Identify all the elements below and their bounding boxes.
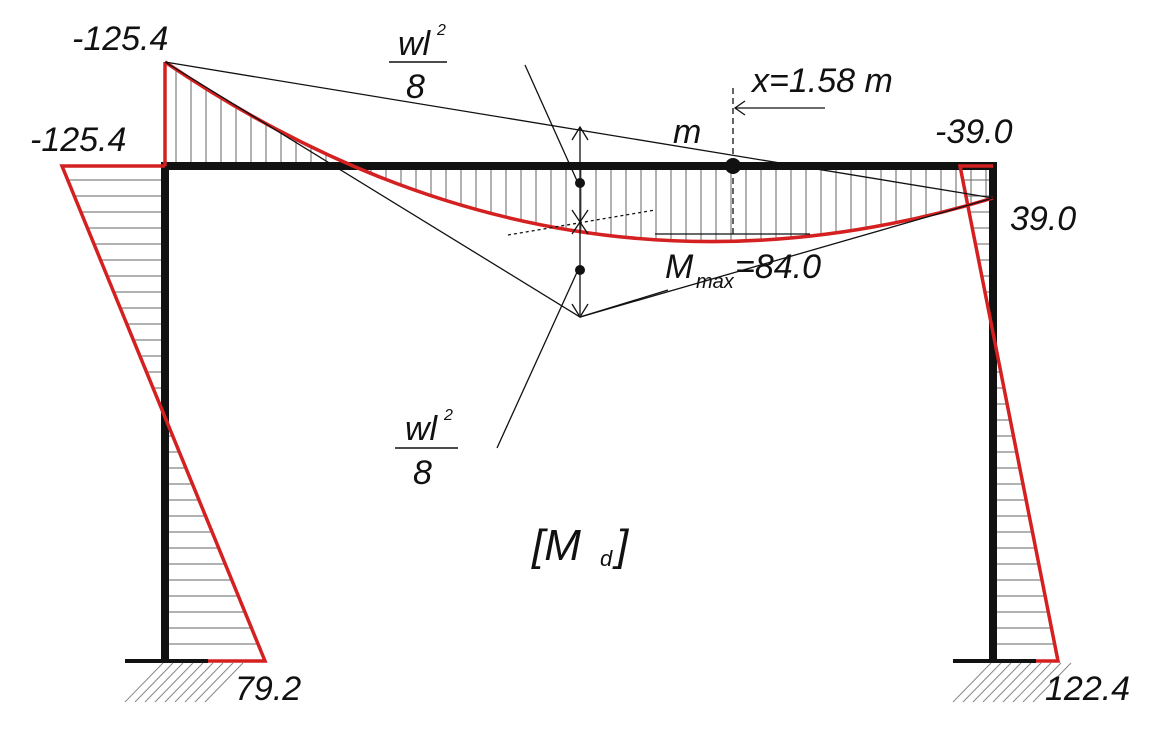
support-hatch	[952, 662, 992, 703]
support-hatch	[124, 662, 164, 703]
support-hatch	[164, 662, 204, 703]
support-hatch	[184, 662, 224, 703]
fraction-top-numerator: wl	[398, 25, 432, 63]
title-close: ]	[612, 521, 630, 570]
support-hatch	[1022, 662, 1062, 703]
label-left-column-top: -125.4	[72, 20, 168, 58]
fraction-bottom: wl 2 8	[395, 407, 458, 492]
label-right-column-base: 122.4	[1045, 670, 1130, 708]
mmax-subscript: max	[696, 271, 735, 293]
label-position: x=1.58 m	[750, 62, 893, 100]
left-fixed-support	[124, 659, 244, 703]
title-open: [M	[531, 521, 581, 570]
frame	[161, 162, 997, 661]
support-hatch	[134, 662, 174, 703]
label-left-column-base: 79.2	[235, 670, 301, 708]
support-hatch	[204, 662, 244, 703]
support-hatch	[1002, 662, 1042, 703]
dot-lower	[575, 265, 585, 275]
support-hatch	[174, 662, 214, 703]
label-beam-right-end: 39.0	[1010, 200, 1076, 238]
support-hatch	[962, 662, 1002, 703]
fraction-top: wl 2 8	[389, 22, 447, 106]
label-point-m: m	[673, 113, 701, 151]
moment-curve	[59, 60, 1061, 663]
support-hatch	[144, 662, 184, 703]
label-beam-left-end: -125.4	[30, 121, 126, 159]
construction-lines	[164, 61, 994, 449]
fraction-bottom-exponent: 2	[443, 407, 453, 424]
dot-upper	[575, 178, 585, 188]
support-hatch	[992, 662, 1032, 703]
support-hatch	[194, 662, 234, 703]
support-hatch	[154, 662, 194, 703]
title-sub: d	[600, 546, 613, 571]
fraction-bottom-denominator: 8	[413, 454, 432, 492]
support-hatch	[972, 662, 1012, 703]
diagram-title: [M d ]	[531, 521, 630, 571]
fraction-top-exponent: 2	[436, 22, 446, 39]
support-hatch	[982, 662, 1022, 703]
fraction-top-denominator: 8	[406, 68, 425, 106]
label-right-column-top: -39.0	[935, 113, 1013, 151]
mmax-symbol: M	[665, 248, 694, 286]
support-hatch	[1032, 662, 1072, 703]
hatching	[67, 69, 1055, 645]
fraction-bottom-numerator: wl	[405, 410, 439, 448]
label-mmax: M max =84.0	[665, 248, 821, 293]
mmax-value: =84.0	[735, 248, 821, 286]
support-hatch	[1012, 662, 1052, 703]
point-m-marker	[725, 158, 741, 174]
